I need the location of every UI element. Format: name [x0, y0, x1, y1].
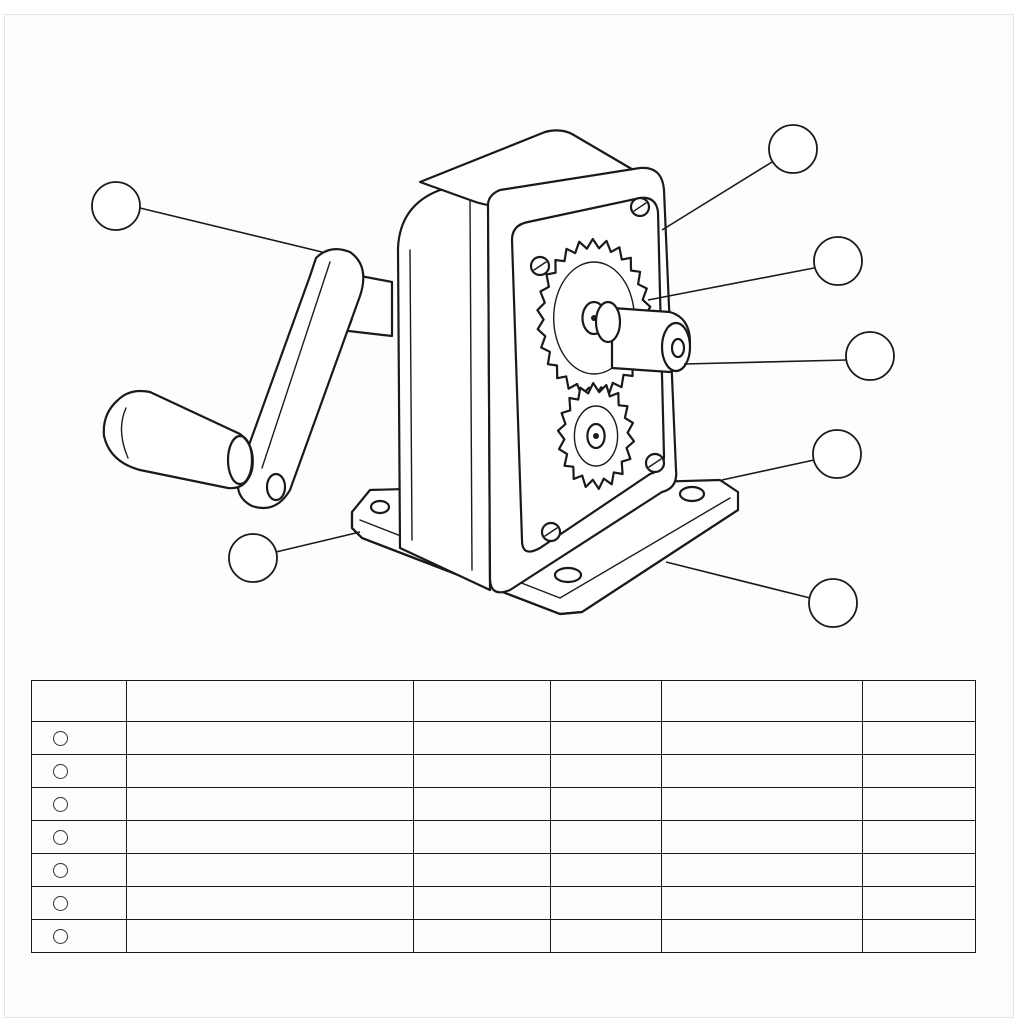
- table-cell: [413, 787, 551, 821]
- row-marker-cell: [31, 853, 127, 887]
- table-cell: [413, 919, 551, 953]
- table-cell: [661, 721, 863, 755]
- row-marker-circle: [53, 929, 68, 945]
- table-cell: [126, 820, 414, 854]
- table-cell: [413, 820, 551, 854]
- row-marker-circle: [53, 797, 68, 813]
- table-cell: [550, 787, 662, 821]
- row-marker-circle: [53, 764, 68, 780]
- table-cell: [862, 853, 976, 887]
- row-marker-cell: [31, 754, 127, 788]
- table-cell: [862, 886, 976, 920]
- table-row: [31, 787, 976, 821]
- table-cell: [413, 853, 551, 887]
- table-cell: [550, 721, 662, 755]
- table-cell: [126, 787, 414, 821]
- table-cell: [550, 919, 662, 953]
- technical-drawing: [91, 124, 895, 628]
- parts-list-table: [31, 680, 976, 953]
- screw-top-right: [629, 196, 651, 218]
- callout-balloon: [812, 429, 862, 479]
- table-cell: [862, 787, 976, 821]
- callouts: [91, 124, 895, 628]
- table-cell: [550, 820, 662, 854]
- table-body: [31, 721, 976, 953]
- callout-balloon: [91, 181, 141, 231]
- header-cell: [550, 680, 662, 722]
- table-header-row: [31, 680, 976, 722]
- table-cell: [413, 754, 551, 788]
- table-cell: [550, 853, 662, 887]
- callout-balloon: [768, 124, 818, 174]
- table-row: [31, 919, 976, 953]
- row-marker-circle: [53, 830, 68, 846]
- row-marker-circle: [53, 731, 68, 747]
- screw-bottom-left: [540, 521, 562, 543]
- row-marker-cell: [31, 721, 127, 755]
- hand-crank-gearbox-illustration: [91, 124, 895, 628]
- table-row: [31, 886, 976, 920]
- table-cell: [862, 754, 976, 788]
- table-cell: [661, 919, 863, 953]
- crank-handle: [102, 247, 394, 510]
- row-marker-cell: [31, 919, 127, 953]
- header-cell: [413, 680, 551, 722]
- table-cell: [126, 886, 414, 920]
- table-cell: [126, 721, 414, 755]
- row-marker-cell: [31, 787, 127, 821]
- table-cell: [126, 754, 414, 788]
- output-shaft: [594, 300, 692, 374]
- table-cell: [661, 787, 863, 821]
- table-cell: [661, 853, 863, 887]
- table-cell: [661, 820, 863, 854]
- table-row: [31, 853, 976, 887]
- table-row: [31, 754, 976, 788]
- callout-balloon: [808, 578, 858, 628]
- header-cell: [661, 680, 863, 722]
- table-cell: [126, 919, 414, 953]
- table-row: [31, 820, 976, 854]
- header-cell: [862, 680, 976, 722]
- table-cell: [862, 820, 976, 854]
- table-cell: [126, 853, 414, 887]
- table-cell: [661, 886, 863, 920]
- table-cell: [413, 721, 551, 755]
- table-cell: [862, 919, 976, 953]
- callout-balloon: [845, 331, 895, 381]
- table-cell: [661, 754, 863, 788]
- callout-balloon: [813, 236, 863, 286]
- gear-lower: [556, 382, 636, 490]
- screw-bottom-right: [644, 452, 666, 474]
- row-marker-cell: [31, 820, 127, 854]
- screw-top-left: [529, 255, 551, 277]
- row-marker-circle: [53, 863, 68, 879]
- table-cell: [550, 886, 662, 920]
- row-marker-cell: [31, 886, 127, 920]
- row-marker-circle: [53, 896, 68, 912]
- table-row: [31, 721, 976, 755]
- table-cell: [862, 721, 976, 755]
- header-cell: [31, 680, 127, 722]
- table-cell: [413, 886, 551, 920]
- callout-balloon: [228, 533, 278, 583]
- table-cell: [550, 754, 662, 788]
- header-cell: [126, 680, 414, 722]
